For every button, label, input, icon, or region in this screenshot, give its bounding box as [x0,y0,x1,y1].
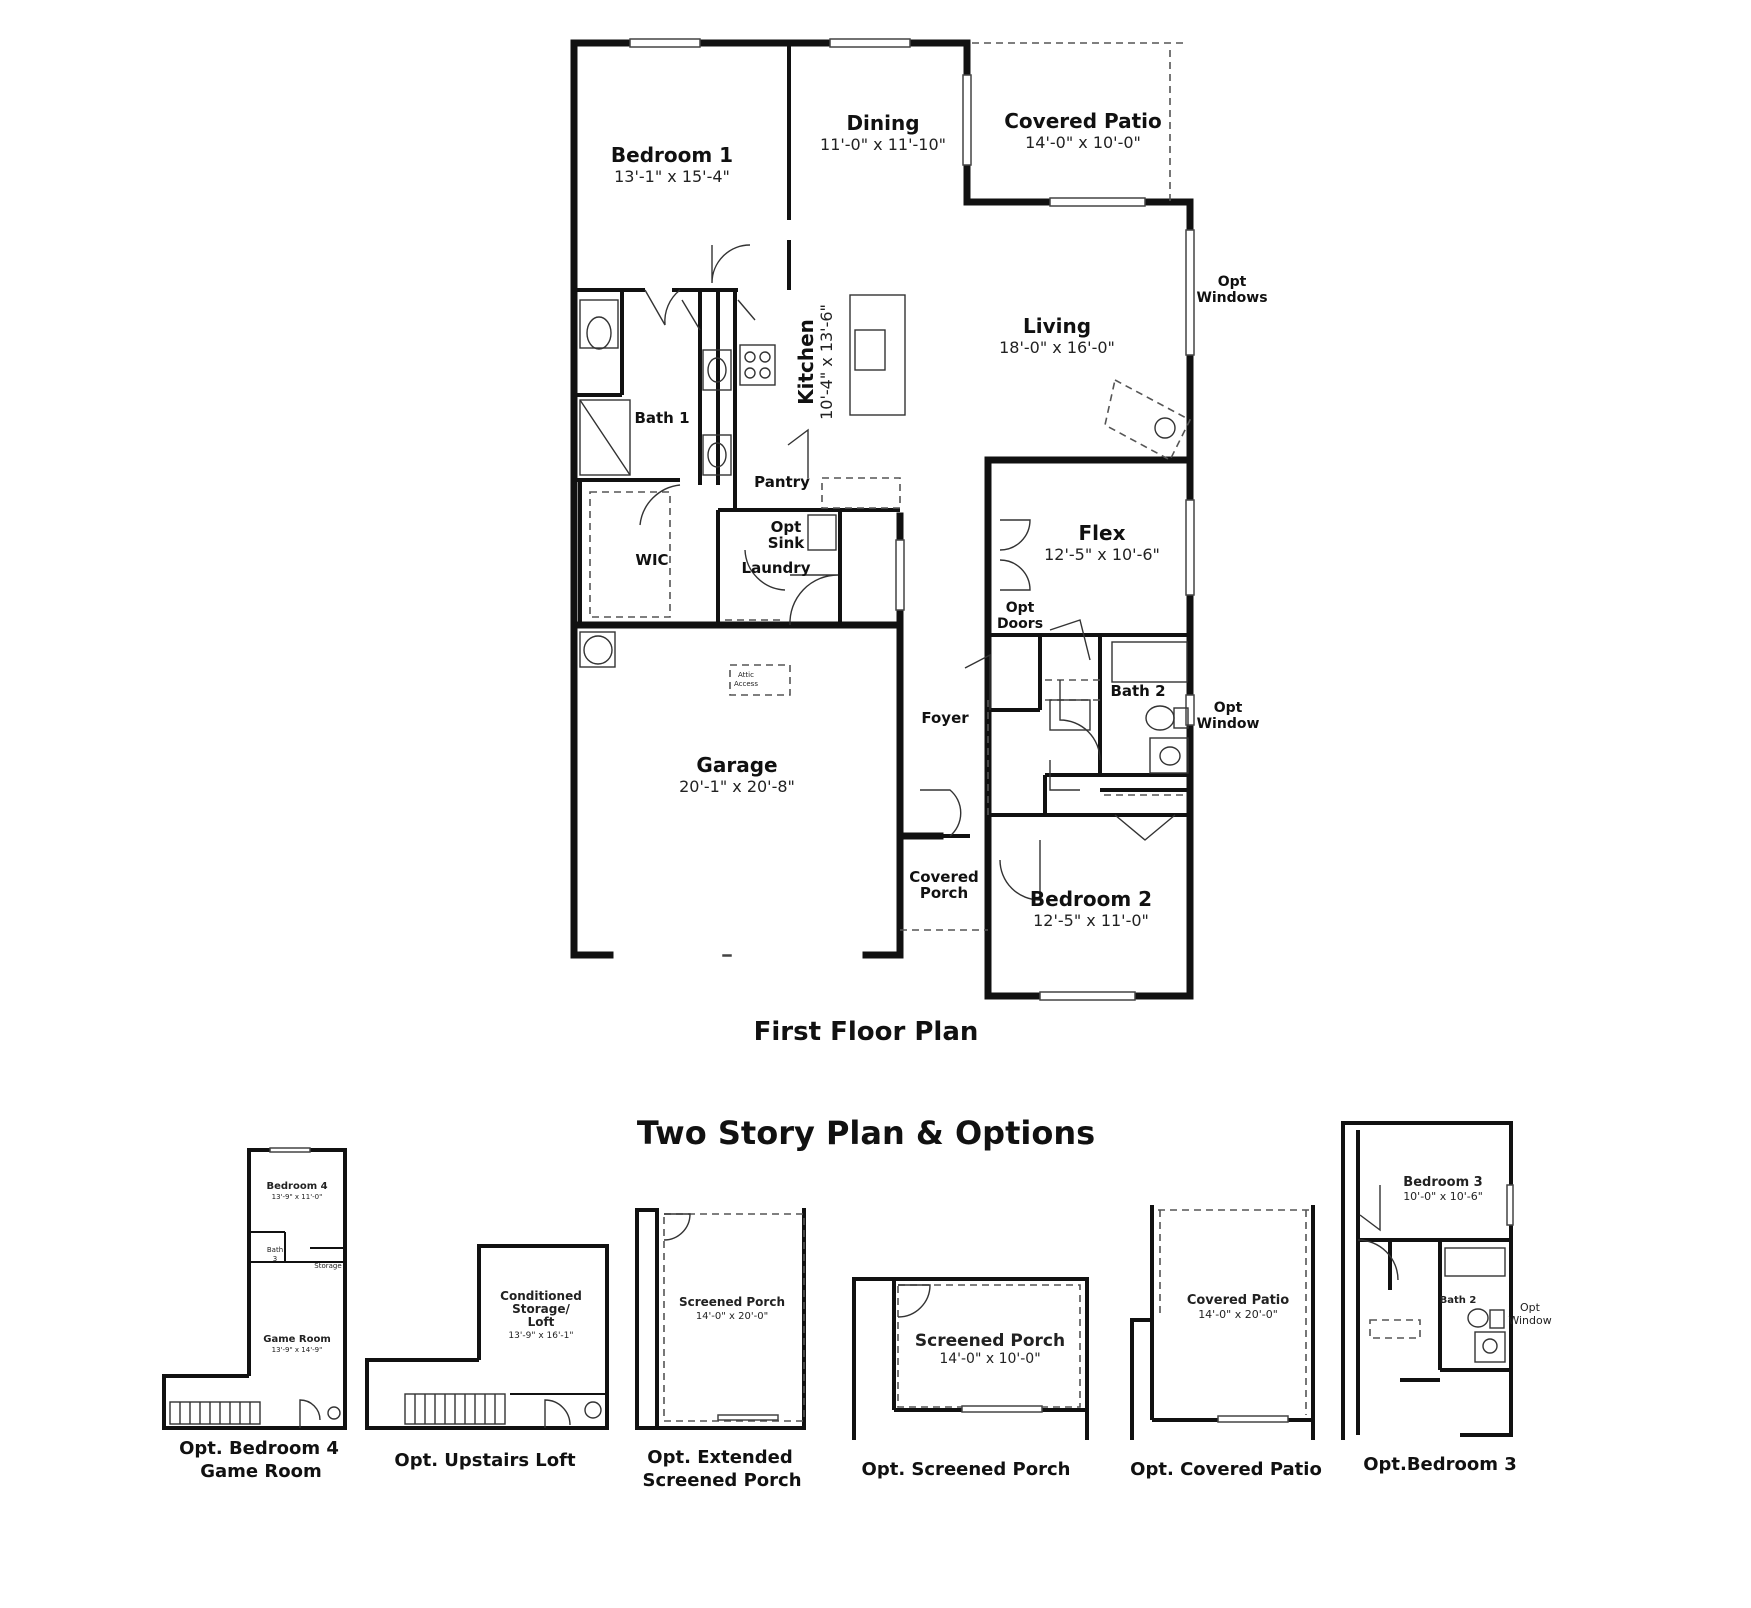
bedroom1-label: Bedroom 1 [611,143,733,167]
loft-line-2: Storage/ [512,1302,570,1316]
bedroom2-label: Bedroom 2 [1030,887,1152,911]
first-floor-plan: Bedroom 1 13'-1" x 15'-4" Dining 11'-0" … [570,38,1268,1047]
kitchen-label: Kitchen [794,319,818,405]
garage-dim: 20'-1" x 20'-8" [679,777,795,796]
bath1-label: Bath 1 [634,409,689,427]
living-label: Living [1023,314,1091,338]
opt-sink-label-1: Opt [771,518,802,536]
garage-label: Garage [696,753,777,777]
opt-window-note-1: Opt [1214,700,1243,716]
option-covered-patio: Covered Patio 14'-0" x 20'-0" Opt. Cover… [1130,1205,1322,1480]
bedroom2-dim: 12'-5" x 11'-0" [1033,911,1149,930]
covered-patio-option-dim: 14'-0" x 20'-0" [1198,1308,1278,1321]
loft-line-3: Loft [528,1315,555,1329]
opt-sink-label-2: Sink [768,534,806,552]
opt-windows-note-1: Opt [1218,274,1247,290]
bedroom3-bath-label: Bath 2 [1440,1295,1477,1306]
option-bedroom3: Bedroom 3 10'-0" x 10'-6" Bath 2 Opt Win… [1341,1121,1552,1475]
windows [629,38,1195,1001]
option-bedroom4-game-room: Bedroom 4 13'-9" x 11'-0" Bath 3 Storage… [162,1147,347,1482]
ext-porch-name: Screened Porch [679,1295,785,1309]
bedroom3-dim: 10'-0" x 10'-6" [1403,1190,1483,1203]
bedroom3-name: Bedroom 3 [1403,1175,1482,1190]
attic-access-label-1: Attic [738,671,754,679]
bedroom3-opt-window-2: Window [1508,1314,1551,1327]
loft-line-1: Conditioned [500,1289,582,1303]
bath2-label: Bath 2 [1110,682,1165,700]
flex-label: Flex [1079,521,1126,545]
bedroom4-name: Bedroom 4 [266,1181,327,1192]
covered-porch-label-2: Porch [920,884,968,902]
fixtures [579,294,1192,774]
dining-label: Dining [846,111,919,135]
covered-patio-option-name: Covered Patio [1187,1293,1289,1308]
loft-dim: 13'-9" x 16'-1" [508,1331,573,1341]
bath3-label-1: Bath [267,1246,283,1254]
ext-porch-caption-1: Opt. Extended [647,1447,792,1468]
covered-patio-label: Covered Patio [1004,109,1162,133]
option-upstairs-loft: Conditioned Storage/ Loft 13'-9" x 16'-1… [365,1244,609,1471]
screened-porch-name: Screened Porch [915,1331,1065,1351]
dining-dim: 11'-0" x 11'-10" [820,135,946,154]
bedroom4-caption-2: Game Room [200,1461,322,1482]
pantry-label: Pantry [754,473,810,491]
ext-porch-caption-2: Screened Porch [642,1470,801,1491]
covered-porch-label-1: Covered [909,868,979,886]
door-swings [639,244,1176,901]
option-extended-screened-porch: Screened Porch 14'-0" x 20'-0" Opt. Exte… [635,1208,806,1491]
options-title: Two Story Plan & Options [637,1114,1095,1152]
bedroom4-dim: 13'-9" x 11'-0" [272,1193,323,1201]
bedroom4-caption-1: Opt. Bedroom 4 [179,1438,339,1459]
bedroom3-opt-window-1: Opt [1520,1301,1541,1314]
game-room-dim: 13'-9" x 14'-9" [272,1346,323,1354]
opt-window-note-2: Window [1197,716,1260,732]
covered-patio-caption: Opt. Covered Patio [1130,1459,1322,1480]
covered-patio-dim: 14'-0" x 10'-0" [1025,133,1141,152]
bath3-label-2: 3 [273,1255,277,1263]
kitchen-dim: 10'-4" x 13'-6" [817,304,836,420]
screened-porch-caption: Opt. Screened Porch [862,1459,1071,1480]
living-dim: 18'-0" x 16'-0" [999,338,1115,357]
game-room-name: Game Room [263,1334,331,1345]
room-labels: Bedroom 1 13'-1" x 15'-4" Dining 11'-0" … [611,109,1268,930]
bedroom1-dim: 13'-1" x 15'-4" [614,167,730,186]
interior-walls [574,43,1190,838]
opt-doors-label-2: Doors [997,616,1043,632]
attic-access-label-2: Access [734,680,758,688]
option-screened-porch: Screened Porch 14'-0" x 10'-0" Opt. Scre… [852,1277,1089,1480]
flex-dim: 12'-5" x 10'-6" [1044,545,1160,564]
screened-porch-dim: 14'-0" x 10'-0" [939,1351,1040,1367]
opt-windows-note-2: Windows [1196,290,1267,306]
first-floor-caption: First Floor Plan [754,1017,979,1047]
bedroom3-caption: Opt.Bedroom 3 [1363,1454,1517,1475]
wic-label: WIC [635,551,668,569]
laundry-label: Laundry [742,559,811,577]
storage-label: Storage [314,1262,341,1270]
loft-caption: Opt. Upstairs Loft [394,1450,576,1471]
opt-doors-label-1: Opt [1006,600,1035,616]
foyer-label: Foyer [921,709,969,727]
ext-porch-dim: 14'-0" x 20'-0" [696,1311,768,1322]
